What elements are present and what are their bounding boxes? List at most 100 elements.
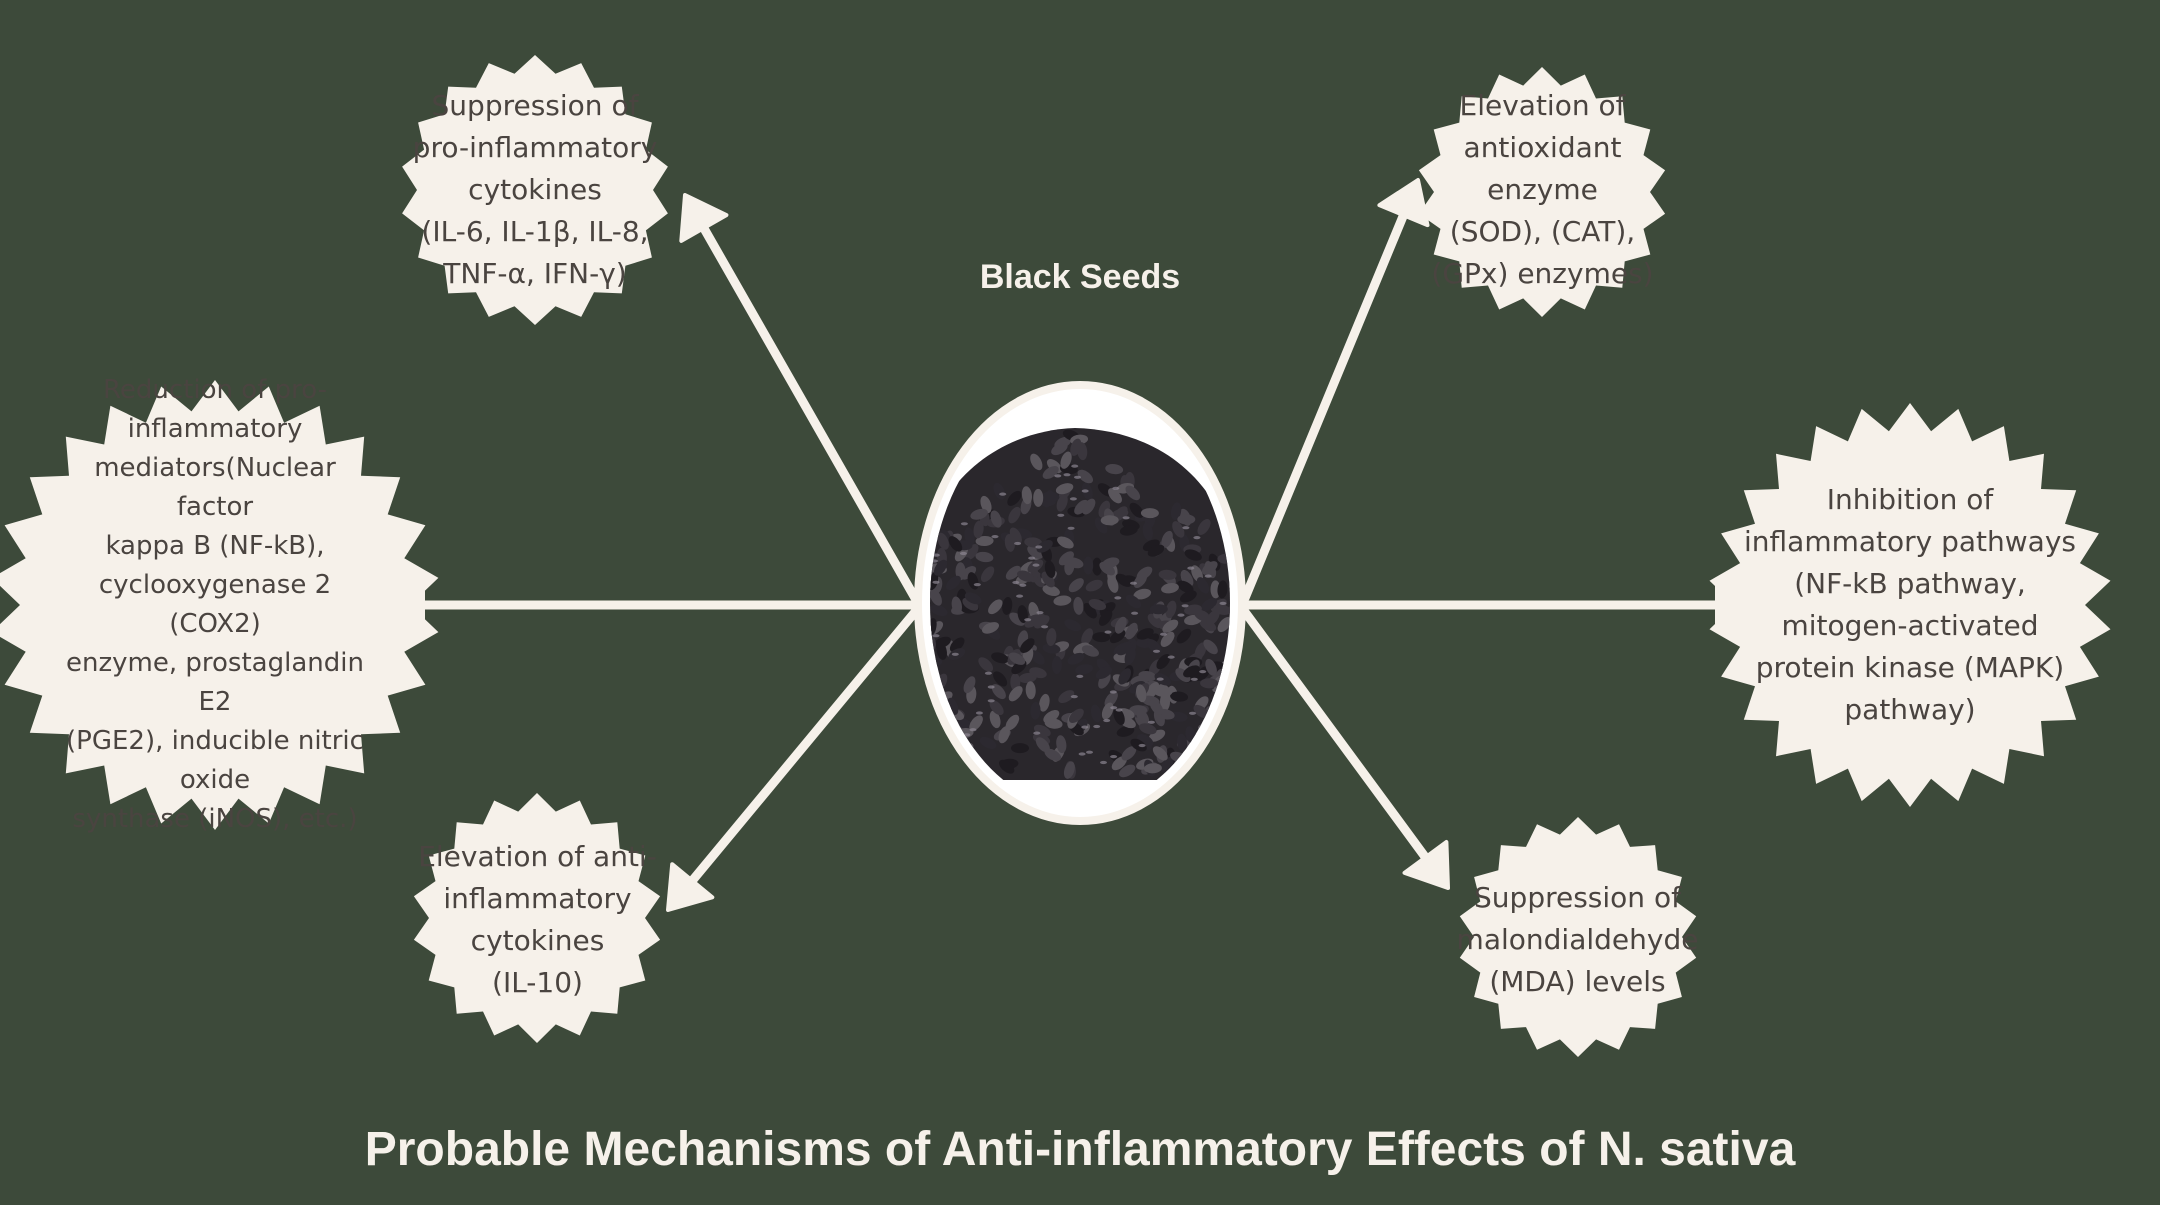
- seed: [1088, 599, 1107, 611]
- seed: [963, 676, 976, 694]
- seed: [980, 566, 995, 583]
- seed-highlight: [1114, 596, 1122, 600]
- node-text-anti-cytokines: Elevation of anti- inflammatory cytokine…: [418, 840, 657, 999]
- seed: [993, 671, 1008, 687]
- seed: [1200, 678, 1219, 689]
- seed: [1125, 622, 1138, 640]
- seed: [1046, 628, 1057, 647]
- seed-highlight: [1190, 677, 1198, 681]
- seed-highlight: [1069, 497, 1077, 501]
- seed-highlight: [1160, 632, 1167, 636]
- seed: [1051, 442, 1068, 456]
- seed: [1041, 491, 1060, 502]
- seed: [1184, 549, 1202, 561]
- seed: [1119, 764, 1136, 778]
- seed-highlight: [1147, 720, 1155, 724]
- seed: [1217, 616, 1230, 633]
- seed-highlight: [1156, 677, 1164, 681]
- seed: [988, 599, 1003, 615]
- seed: [1024, 537, 1043, 548]
- seed: [1024, 614, 1041, 628]
- seed-highlight: [1110, 706, 1118, 710]
- seed: [1136, 708, 1150, 725]
- seed: [1011, 743, 1029, 754]
- seed: [1008, 506, 1021, 524]
- seed: [1142, 522, 1153, 541]
- seed: [930, 618, 937, 636]
- node-text-cytokines-suppression: Suppression of pro-inflammatory cytokine…: [412, 89, 658, 290]
- seed: [1161, 583, 1179, 594]
- seed: [1113, 707, 1125, 726]
- seed: [1060, 451, 1072, 469]
- seed: [1228, 714, 1248, 730]
- seed: [1057, 536, 1074, 549]
- seed: [1018, 672, 1037, 684]
- seed: [1092, 557, 1103, 576]
- seed: [1027, 545, 1043, 559]
- seed: [1175, 668, 1191, 683]
- seed: [1021, 486, 1032, 505]
- seed: [1075, 664, 1093, 675]
- seed: [1114, 616, 1127, 634]
- starburst-node-mda: [1459, 817, 1697, 1057]
- seed: [1228, 762, 1230, 776]
- seed-highlight: [1093, 724, 1101, 729]
- seed-highlight: [1035, 545, 1043, 549]
- seed: [1136, 628, 1154, 640]
- seed: [964, 592, 982, 605]
- seed-highlight: [1199, 670, 1207, 674]
- seed-highlight: [1036, 611, 1044, 615]
- seed: [1095, 666, 1113, 680]
- seed-highlight: [1103, 718, 1111, 723]
- seed-highlight: [1024, 618, 1032, 622]
- node-text-antioxidant: Elevation of antioxidant enzyme (SOD), (…: [1431, 89, 1654, 290]
- seed-highlight: [1032, 563, 1040, 567]
- seed: [1129, 502, 1144, 518]
- seed: [1055, 483, 1074, 495]
- arrow-to-cytokines-suppression-head: [679, 193, 729, 243]
- seed: [1177, 580, 1194, 593]
- seed-highlight: [1104, 630, 1112, 634]
- seed-highlight: [1189, 711, 1196, 715]
- seed: [1125, 485, 1141, 501]
- seed: [1205, 658, 1217, 676]
- seed: [1197, 519, 1211, 535]
- seed-highlight: [1054, 474, 1062, 478]
- seed-highlight: [1109, 690, 1117, 694]
- seed: [1161, 530, 1173, 548]
- seed: [1149, 604, 1168, 615]
- seed: [1081, 645, 1099, 657]
- seed: [930, 710, 934, 721]
- seed: [933, 559, 948, 576]
- seed: [1070, 438, 1082, 456]
- seed: [1116, 641, 1133, 656]
- seed-highlight: [1014, 541, 1022, 546]
- seed-highlight: [999, 492, 1007, 496]
- seed: [1041, 571, 1055, 588]
- seed: [1090, 704, 1102, 723]
- seed: [1208, 741, 1227, 753]
- seed-highlight: [1074, 475, 1081, 479]
- seed: [930, 604, 948, 617]
- seed-highlight: [987, 699, 995, 703]
- seed: [1138, 670, 1157, 682]
- seed: [1184, 604, 1202, 615]
- seed-highlight: [1028, 556, 1036, 560]
- seed: [1033, 488, 1044, 507]
- seed: [1083, 602, 1097, 619]
- seed: [1193, 704, 1210, 719]
- seed-highlight: [969, 728, 977, 732]
- seed: [1116, 726, 1135, 737]
- seed-highlight: [987, 685, 995, 689]
- seed: [951, 596, 962, 615]
- seed: [1044, 560, 1056, 578]
- seed-highlight: [1070, 695, 1078, 699]
- seed: [1082, 498, 1096, 515]
- seed: [969, 715, 983, 731]
- arrow-to-mda: [1240, 607, 1450, 890]
- seed: [1229, 715, 1230, 729]
- seed-highlight: [1057, 513, 1065, 517]
- seed-highlight: [1115, 708, 1123, 712]
- arrow-to-cytokines-suppression-shaft: [699, 223, 920, 603]
- seed: [1162, 619, 1179, 633]
